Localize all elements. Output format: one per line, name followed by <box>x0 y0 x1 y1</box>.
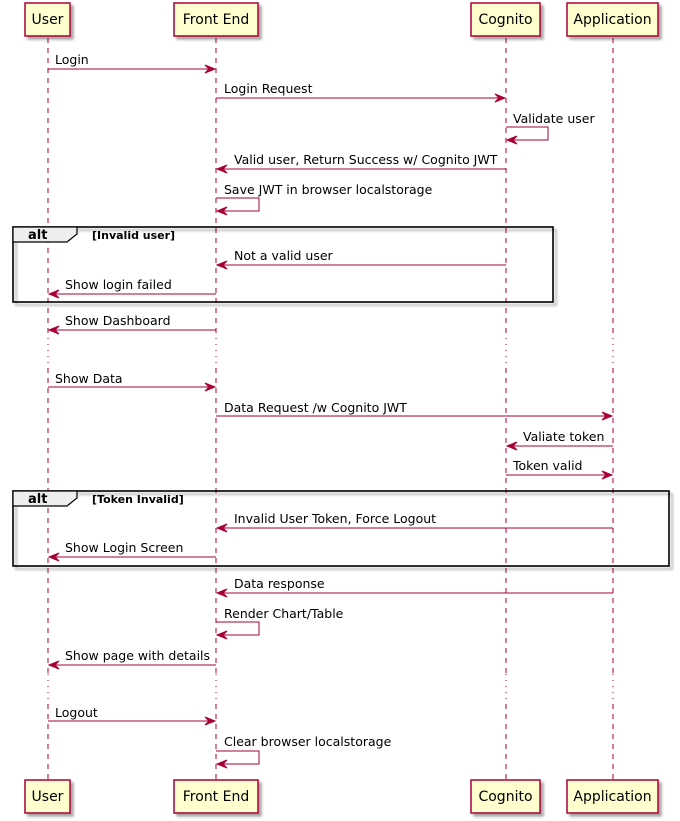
participant-label: User <box>32 12 64 28</box>
participant-frontend[interactable]: Front End <box>173 2 259 37</box>
arrowhead <box>215 260 228 270</box>
message-label: Show login failed <box>65 277 172 292</box>
arrowhead <box>215 630 228 640</box>
arrowhead <box>505 135 518 145</box>
participant-label: Cognito <box>478 789 532 805</box>
arrowhead <box>505 441 518 451</box>
message-label: Save JWT in browser localstorage <box>224 182 433 197</box>
participant-label: User <box>32 789 64 805</box>
message-label: Show Login Screen <box>65 540 183 555</box>
arrowhead <box>204 64 217 74</box>
arrowhead <box>215 588 228 598</box>
arrowhead <box>494 93 507 103</box>
lifelines <box>47 38 614 780</box>
participants-bottom: User Front End Cognito Application <box>24 779 659 814</box>
arrowhead <box>215 759 228 769</box>
participant-application[interactable]: Application <box>566 779 659 814</box>
message-label: Data response <box>234 576 325 591</box>
self-message-arrow <box>216 750 260 765</box>
message-label: Render Chart/Table <box>224 606 344 621</box>
message-label: Invalid User Token, Force Logout <box>234 511 436 526</box>
arrowhead <box>215 206 228 216</box>
arrowhead <box>204 716 217 726</box>
participant-label: Cognito <box>478 12 532 28</box>
participant-label: Front End <box>183 12 249 28</box>
message-label: Not a valid user <box>234 248 334 263</box>
message-label: Show page with details <box>65 648 210 663</box>
participant-cognito[interactable]: Cognito <box>470 2 541 37</box>
arrowhead <box>204 382 217 392</box>
self-message-arrow <box>216 197 260 212</box>
alt-group-token-invalid: alt [Token Invalid] <box>12 490 670 567</box>
message-label: Token valid <box>512 458 582 473</box>
message-label: Valid user, Return Success w/ Cognito JW… <box>234 152 498 167</box>
alt-tab <box>12 226 78 243</box>
self-message-arrow <box>506 126 549 141</box>
alt-condition: [Invalid user] <box>92 229 175 242</box>
messages: Login Login Request Validate user Valid … <box>47 52 614 769</box>
participant-user[interactable]: User <box>24 779 71 814</box>
alt-group-invalid-user: alt [Invalid user] <box>12 226 554 303</box>
participant-label: Application <box>573 12 651 28</box>
arrowhead <box>47 289 60 299</box>
message-label: Show Dashboard <box>65 313 171 328</box>
alt-tab <box>12 490 78 507</box>
message-label: Validate user <box>513 111 595 126</box>
arrowhead <box>601 411 614 421</box>
arrowhead <box>601 470 614 480</box>
alt-frame <box>12 490 670 567</box>
arrowhead <box>215 523 228 533</box>
participants-top: User Front End Cognito Application <box>24 2 659 37</box>
self-message-arrow <box>216 621 260 636</box>
participant-cognito[interactable]: Cognito <box>470 779 541 814</box>
message-label: Login Request <box>224 81 313 96</box>
participant-frontend[interactable]: Front End <box>173 779 259 814</box>
alt-condition: [Token Invalid] <box>92 493 184 506</box>
message-label: Valiate token <box>523 429 604 444</box>
arrowhead <box>47 660 60 670</box>
message-label: Data Request /w Cognito JWT <box>224 400 407 415</box>
arrowhead <box>47 325 60 335</box>
alt-keyword: alt <box>28 228 47 243</box>
message-label: Logout <box>55 705 98 720</box>
alt-frame <box>12 226 554 303</box>
participant-label: Application <box>573 789 651 805</box>
arrowhead <box>47 552 60 562</box>
message-label: Login <box>55 52 89 67</box>
participant-label: Front End <box>183 789 249 805</box>
participant-application[interactable]: Application <box>566 2 659 37</box>
participant-user[interactable]: User <box>24 2 71 37</box>
message-label: Show Data <box>55 371 123 386</box>
arrowhead <box>215 164 228 174</box>
message-label: Clear browser localstorage <box>224 734 392 749</box>
alt-keyword: alt <box>28 492 47 507</box>
